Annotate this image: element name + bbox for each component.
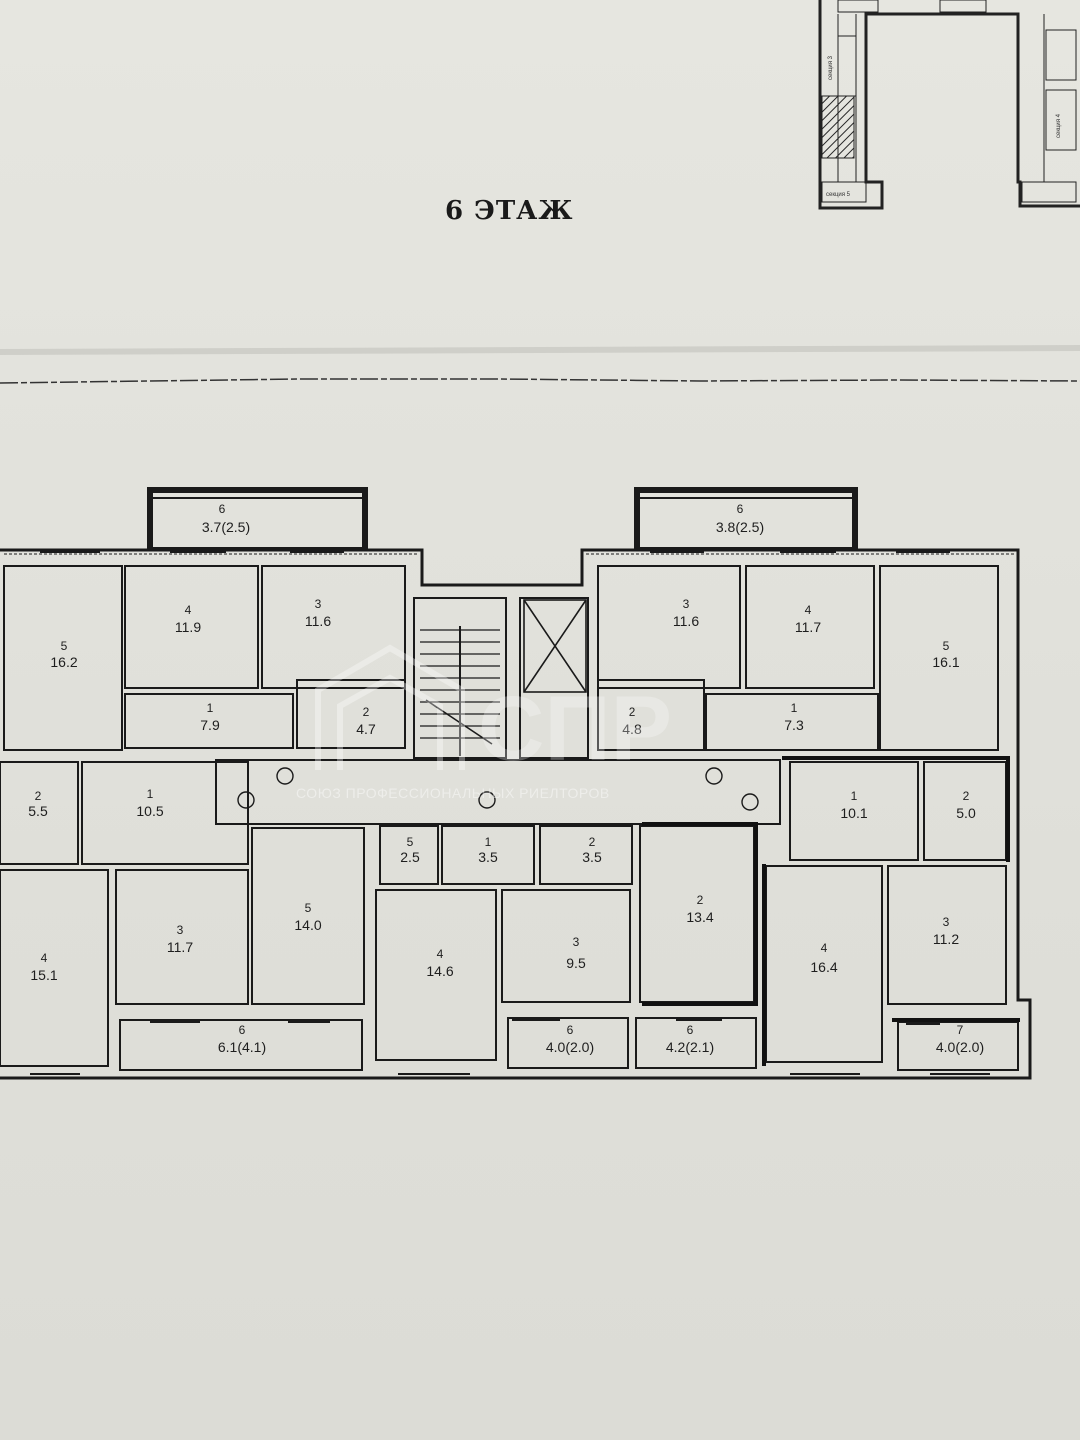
room-number: 1 xyxy=(147,787,154,801)
room-area: 11.7 xyxy=(167,939,193,955)
room-number: 5 xyxy=(61,639,68,653)
room-number: 2 xyxy=(963,789,970,803)
room-number: 6 xyxy=(219,502,226,516)
room-area: 4.0(2.0) xyxy=(546,1039,594,1055)
key-plan-label-section-5: секция 5 xyxy=(826,192,851,198)
room-number: 6 xyxy=(567,1023,574,1037)
room-number: 2 xyxy=(363,705,370,719)
room-number: 5 xyxy=(407,835,414,849)
room-number: 4 xyxy=(805,603,812,617)
room-area: 3.5 xyxy=(478,849,498,865)
room-area: 5.5 xyxy=(28,803,48,819)
window-marks xyxy=(30,551,990,1075)
room-area: 15.1 xyxy=(30,967,57,983)
room-number: 4 xyxy=(821,941,828,955)
room-area: 11.2 xyxy=(933,931,959,947)
room-area: 7.3 xyxy=(784,717,804,733)
room-area: 11.7 xyxy=(795,619,821,635)
room-area: 9.5 xyxy=(566,955,586,971)
room-area: 3.7(2.5) xyxy=(202,519,250,535)
room-number: 2 xyxy=(629,705,636,719)
watermark-org: СОЮЗ ПРОФЕССИОНАЛЬНЫХ РИЕЛТОРОВ xyxy=(296,785,610,801)
room-number: 4 xyxy=(437,947,444,961)
paper-fold-line xyxy=(0,378,1080,384)
room-number: 3 xyxy=(573,935,580,949)
room-number: 3 xyxy=(943,915,950,929)
stair-run xyxy=(420,626,500,756)
room-area: 10.1 xyxy=(840,805,867,821)
room-area: 5.0 xyxy=(956,805,976,821)
room-number: 2 xyxy=(697,893,704,907)
room-number: 5 xyxy=(943,639,950,653)
key-plan xyxy=(818,0,1080,210)
room-number: 5 xyxy=(305,901,312,915)
room-number: 3 xyxy=(315,597,322,611)
room-labels: 6 3.7(2.5) 6 3.8(2.5) 5 16.2 4 11.9 3 11… xyxy=(28,502,984,1055)
room-area: 14.0 xyxy=(294,917,321,933)
floor-title: 6 ЭТАЖ xyxy=(445,196,574,226)
room-area: 11.6 xyxy=(305,613,331,629)
room-area: 16.4 xyxy=(810,959,837,975)
room-number: 4 xyxy=(185,603,192,617)
room-number: 6 xyxy=(687,1023,694,1037)
room-number: 1 xyxy=(485,835,492,849)
room-area: 4.2(2.1) xyxy=(666,1039,714,1055)
room-area: 3.8(2.5) xyxy=(716,519,764,535)
room-area: 13.4 xyxy=(686,909,713,925)
building-outline xyxy=(0,487,1032,1080)
room-number: 1 xyxy=(851,789,858,803)
room-number: 6 xyxy=(239,1023,246,1037)
room-number: 2 xyxy=(589,835,596,849)
room-number: 1 xyxy=(791,701,798,715)
room-area: 10.5 xyxy=(136,803,163,819)
room-area: 11.9 xyxy=(175,619,201,635)
riser-marks xyxy=(237,767,759,811)
apartment-walls xyxy=(642,756,1020,1066)
room-area: 14.6 xyxy=(426,963,453,979)
room-number: 6 xyxy=(737,502,744,516)
room-area: 11.6 xyxy=(673,613,699,629)
room-number: 3 xyxy=(683,597,690,611)
room-area: 4.0(2.0) xyxy=(936,1039,984,1055)
scan-streak xyxy=(0,345,1080,355)
key-plan-highlight xyxy=(821,95,855,159)
room-area: 3.5 xyxy=(582,849,602,865)
room-number: 1 xyxy=(207,701,214,715)
room-number: 2 xyxy=(35,789,42,803)
room-area: 7.9 xyxy=(200,717,220,733)
room-area: 2.5 xyxy=(400,849,420,865)
key-plan-label-section-3: секция 3 xyxy=(828,55,834,80)
room-area: 4.8 xyxy=(622,721,642,737)
room-area: 16.2 xyxy=(50,654,77,670)
watermark: СПР СОЮЗ ПРОФЕССИОНАЛЬНЫХ РИЕЛТОРОВ xyxy=(296,644,672,801)
room-number: 7 xyxy=(957,1023,964,1037)
elevator-shaft xyxy=(523,599,587,693)
room-number: 3 xyxy=(177,923,184,937)
room-area: 4.7 xyxy=(356,721,376,737)
room-area: 6.1(4.1) xyxy=(218,1039,266,1055)
watermark-logo: СПР xyxy=(478,678,672,780)
room-number: 4 xyxy=(41,951,48,965)
room-area: 16.1 xyxy=(932,654,959,670)
watermark-house-icon xyxy=(315,644,465,770)
key-plan-label-section-4: секция 4 xyxy=(1056,113,1062,138)
